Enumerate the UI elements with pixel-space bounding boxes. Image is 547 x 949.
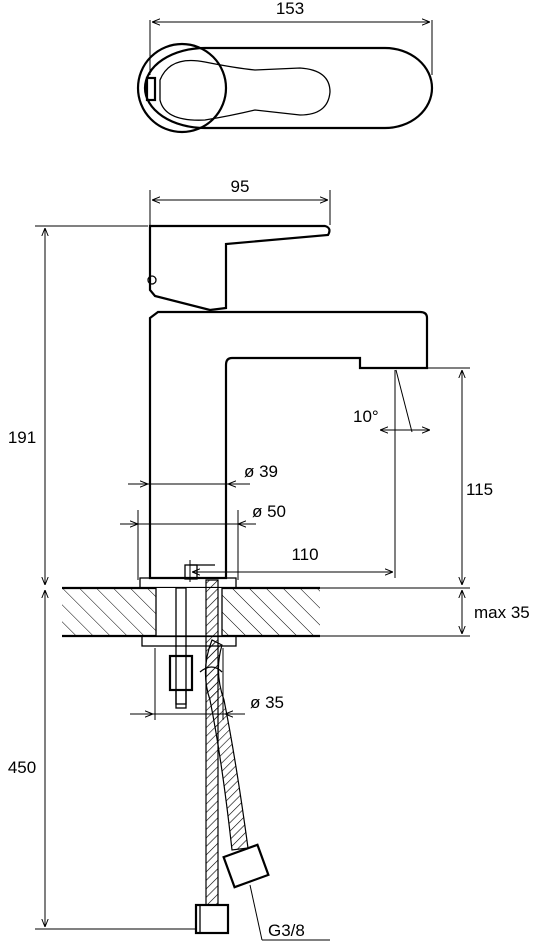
dim-max-thickness: max 35 [474, 603, 530, 622]
dim-top-width: 153 [276, 0, 304, 18]
dim-dia-50: ø 50 [252, 502, 286, 521]
thread-callout: G3/8 [249, 884, 330, 941]
faucet-side-view [62, 224, 429, 935]
dim-angle: 10° [353, 407, 379, 426]
dim-hose-length: 450 [8, 758, 36, 777]
dim-dia-35: ø 35 [250, 693, 284, 712]
dim-total-height: 191 [8, 428, 36, 447]
dim-thread: G3/8 [268, 921, 305, 940]
top-view: 153 [136, 0, 434, 134]
dim-body-width: 95 [231, 177, 250, 196]
dim-spout-height: 115 [466, 480, 493, 499]
dim-reach: 110 [291, 545, 318, 564]
side-dimensions: 95 191 450 115 max 35 10° 110 ø 39 [8, 177, 530, 930]
dim-dia-39: ø 39 [244, 462, 278, 481]
